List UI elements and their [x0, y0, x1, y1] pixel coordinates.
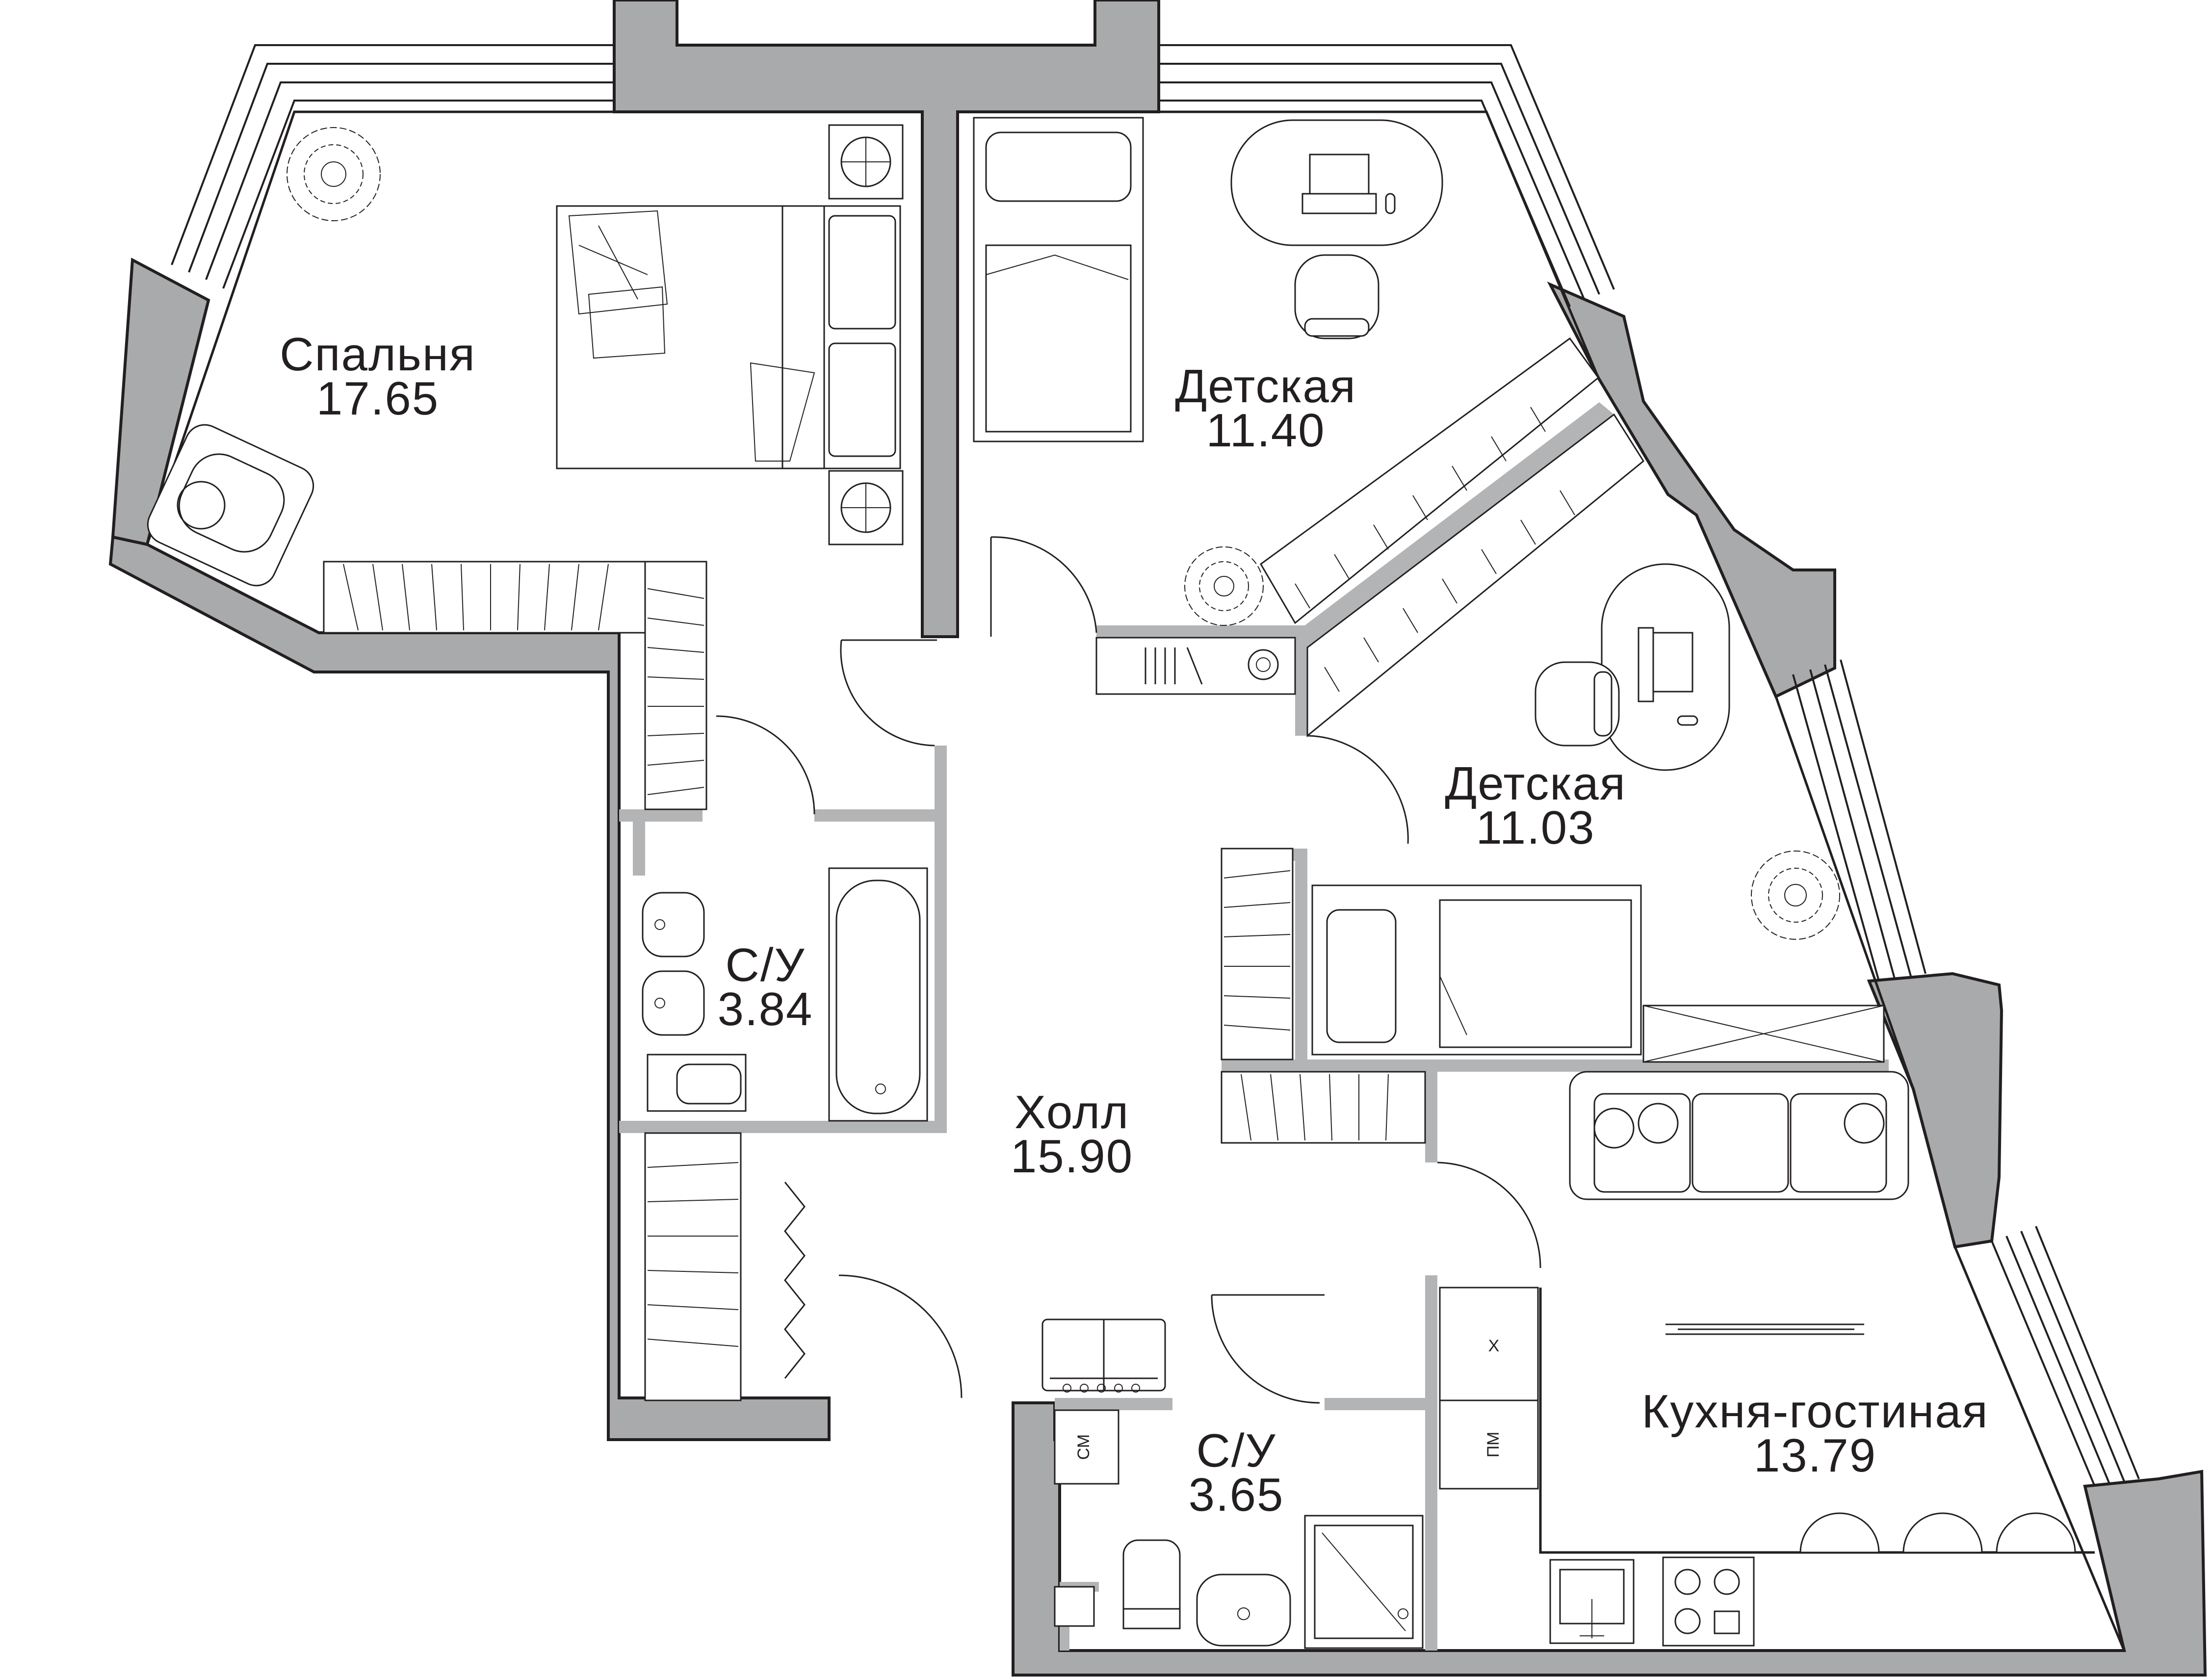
toilet-icon: [1122, 1539, 1181, 1629]
chair-icon: [1294, 254, 1379, 339]
wardrobe-icon: [1260, 337, 1644, 738]
washing-machine-label: СМ: [1074, 1434, 1093, 1460]
chair-icon: [1535, 661, 1620, 747]
washbasin-icon: [642, 892, 705, 1036]
bathroom-1-area: 3.84: [718, 983, 813, 1035]
wardrobe-icon: [644, 1132, 806, 1401]
plant-icon: [286, 127, 381, 221]
radiator-icon: [1041, 1318, 1166, 1393]
room-labels: Спальня 17.65 Детская 11.40 Детская 11.0…: [280, 328, 1988, 1521]
fridge-label: Х: [1488, 1337, 1500, 1355]
hall-area: 15.90: [1011, 1130, 1133, 1183]
kids-room-2-area: 11.03: [1476, 801, 1595, 854]
kids-room-2-name: Детская: [1445, 757, 1626, 810]
armchair-icon: [147, 424, 314, 587]
kids-room-1-name: Детская: [1175, 360, 1356, 413]
kitchen-living-name: Кухня-гостиная: [1641, 1385, 1988, 1438]
exterior-walls: [108, 0, 2207, 1677]
kitchen-living-area: 13.79: [1754, 1429, 1876, 1482]
interior-walls: [619, 402, 1889, 1651]
laptop-icon: [1301, 154, 1396, 214]
washbasin-icon: [1196, 1574, 1291, 1647]
bathroom-2-area: 3.65: [1189, 1469, 1284, 1521]
toilet-corner-icon: [1054, 1586, 1095, 1627]
toilet-icon: [647, 1054, 747, 1112]
outer-contour: [146, 110, 2126, 1651]
door-swings: [716, 536, 1541, 1404]
shelf-icon: [1095, 637, 1296, 695]
bedroom-area: 17.65: [316, 372, 439, 425]
nightstand-icon: [828, 124, 904, 545]
bathroom-1-name: С/У: [726, 939, 806, 991]
sofa-icon: [1569, 1071, 1909, 1200]
shower-icon: [1304, 1515, 1424, 1649]
plant-icon: [1751, 851, 1840, 940]
plant-icon: [1184, 546, 1264, 626]
window-glazing: [171, 44, 2140, 1487]
dishwasher-label: ПМ: [1484, 1432, 1503, 1458]
kids-bed-icon: [973, 117, 1144, 442]
washing-machine-icon: СМ: [1054, 1409, 1119, 1485]
bathroom-2-name: С/У: [1197, 1424, 1276, 1477]
bedroom-name: Спальня: [280, 328, 476, 381]
bed-icon: [556, 205, 901, 469]
dishwasher-icon: ПМ: [1439, 1399, 1539, 1490]
kids-bed-icon: [1311, 884, 1642, 1056]
hall-name: Холл: [1015, 1086, 1129, 1138]
kids-room-1-area: 11.40: [1206, 404, 1325, 457]
bathtub-icon: [828, 867, 928, 1122]
stove-icon: [1662, 1556, 1755, 1647]
wardrobe-icon: [1221, 848, 1426, 1144]
wardrobe-icon: [1642, 1005, 1885, 1063]
wardrobe-icon: [323, 561, 707, 810]
tv-icon: [1666, 1323, 1864, 1335]
chair-icon: [1799, 1512, 2076, 1553]
sink-icon: [1549, 1559, 1635, 1644]
fridge-icon: Х: [1439, 1287, 1539, 1401]
laptop-icon: [1638, 627, 1698, 726]
